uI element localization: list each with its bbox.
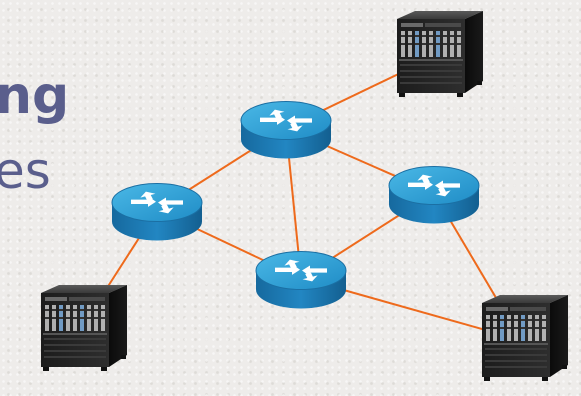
slide-heading-fragment: ng bbox=[0, 66, 70, 126]
server-bottom-right-icon bbox=[482, 295, 568, 381]
router-center-icon bbox=[255, 251, 347, 309]
router-top-icon bbox=[240, 101, 332, 159]
server-bottom-left-icon bbox=[41, 285, 127, 371]
server-top-right-icon bbox=[397, 11, 483, 97]
router-left-icon bbox=[111, 183, 203, 241]
router-right-icon bbox=[388, 166, 480, 224]
slide-subheading-fragment: es bbox=[0, 142, 51, 200]
